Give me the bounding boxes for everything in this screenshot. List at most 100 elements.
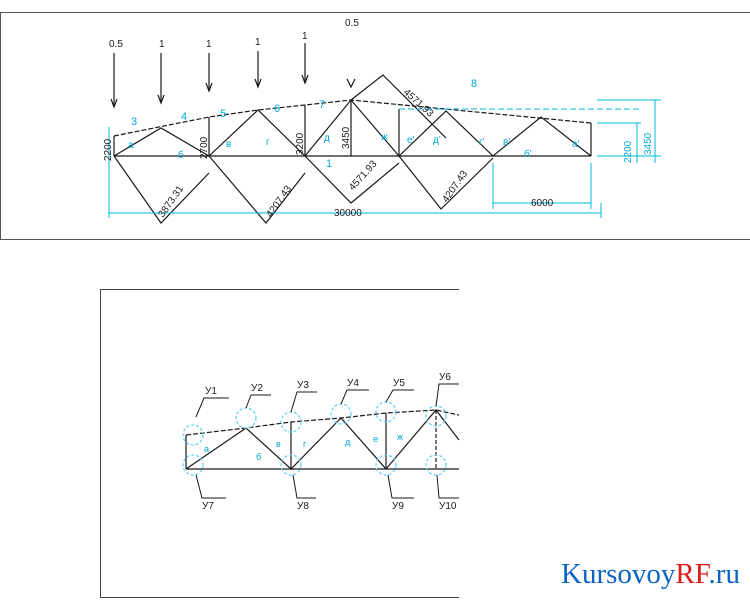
top-chord: [113, 99, 592, 137]
panel-letter: е: [373, 434, 378, 444]
load-label: 1: [206, 39, 212, 50]
watermark-text-part: RF: [675, 558, 709, 590]
node-label: У9: [392, 501, 404, 512]
panel-number: 4: [181, 111, 187, 123]
leader-line: [195, 474, 226, 499]
arrowhead-icon: [157, 94, 165, 105]
panel-letter: д': [433, 135, 441, 146]
panel-letter: а: [128, 140, 134, 151]
height-value: 3450: [643, 132, 654, 155]
load-label: 1: [159, 39, 165, 50]
node-label: У5: [393, 378, 405, 389]
panel-letter: б: [256, 452, 261, 462]
panel-number: 5: [220, 108, 226, 120]
panel-letter: б: [178, 149, 184, 161]
arrowhead-icon: [254, 78, 262, 89]
arrowhead-icon: [205, 82, 213, 93]
height-value: 2700: [199, 136, 210, 159]
panel-letter: в: [226, 139, 231, 150]
panel-number: 8: [471, 78, 477, 90]
node-label: У6: [439, 372, 451, 383]
node-label: У10: [439, 501, 457, 512]
node-label: У4: [347, 378, 359, 389]
panel-number: 6: [274, 103, 280, 115]
node-circles: [182, 401, 447, 476]
node-label: У1: [205, 386, 217, 397]
panel-letter: д: [324, 133, 330, 144]
panel-letter: ж: [397, 432, 403, 442]
node-scheme-drawing: У1 У2 У3 У4 У5 У6 У7 У8 У9 У10 а б в г д…: [182, 372, 460, 512]
panel-width-value: 6000: [531, 198, 554, 209]
load-labels: 0.5 1 1 1 1 0.5: [109, 18, 359, 50]
diagonal-length: 4571.93: [401, 87, 436, 120]
truss-members: [113, 74, 592, 224]
panel-number: 3: [131, 116, 137, 128]
height-value: 2200: [103, 138, 114, 161]
panel-letter: г: [266, 137, 270, 148]
panel-letter: д: [345, 437, 351, 447]
arrowhead-icon: [110, 98, 118, 109]
panel-letter: е': [407, 135, 415, 146]
web-diagonals: [113, 99, 592, 157]
height-value: 2200: [623, 140, 634, 163]
panel-number: 1: [326, 158, 332, 170]
panel-letter: в': [503, 137, 510, 148]
diagonal-projection: [350, 74, 447, 139]
node-leaders: [195, 383, 459, 499]
panel-number: 7: [319, 99, 325, 111]
arrowhead-icon: [346, 78, 356, 89]
dimension-lines: [108, 99, 661, 218]
load-label: 0.5: [345, 18, 359, 29]
panel-letter: г': [479, 137, 485, 148]
node-circle: [182, 424, 204, 446]
leader-line: [245, 394, 271, 409]
panel-letter: б': [524, 148, 532, 160]
span-value: 30000: [334, 208, 362, 219]
leader-line: [385, 389, 414, 403]
node-circle: [235, 407, 257, 429]
node-label: У7: [202, 501, 214, 512]
dimension-values: 2200 2700 3200 3450 2200 3450 3873.31 42…: [103, 87, 654, 220]
diagonal-projection: [113, 155, 210, 224]
load-label: 0.5: [109, 39, 123, 50]
web-diagonals: [185, 409, 460, 470]
diagonal-length: 4207.43: [440, 168, 470, 204]
load-label: 1: [302, 31, 308, 42]
leader-line: [290, 391, 317, 413]
node-truss-members: [185, 409, 460, 470]
top-chord-labels: 3 4 5 6 7 8 1: [131, 78, 477, 170]
panel-letter: в: [276, 439, 281, 449]
truss-geometry-drawing: 0.5 1 1 1 1 0.5: [103, 18, 661, 224]
node-circle: [425, 454, 447, 476]
diagonal-length: 4571.93: [347, 158, 380, 193]
panel-letter: а': [572, 139, 580, 150]
node-labels: У1 У2 У3 У4 У5 У6 У7 У8 У9 У10: [202, 372, 457, 512]
node-circle: [182, 454, 204, 476]
height-value: 3450: [341, 126, 352, 149]
load-label: 1: [255, 37, 261, 48]
site-watermark-logo: KursovoyRF.ru: [561, 558, 740, 591]
diagonal-projection: [304, 155, 400, 204]
node-label: У8: [297, 501, 309, 512]
node-circle: [280, 454, 302, 476]
arrowhead-icon: [301, 74, 309, 85]
node-web-labels: а б в г д е ж: [204, 432, 403, 462]
web-panel-labels: а б в г д ж е' д' г' в' б' а': [128, 132, 580, 161]
panel-letter: г: [303, 439, 307, 449]
panel-letter: а: [204, 444, 209, 454]
diagonal-projection: [208, 155, 306, 224]
leader-line: [292, 474, 316, 499]
node-circle: [330, 403, 352, 425]
diagonal-length: 4207.43: [264, 183, 294, 219]
watermark-text-part: Kursovoy: [561, 558, 676, 590]
leader-line: [436, 474, 459, 499]
truss-geometry-panel: 0.5 1 1 1 1 0.5: [0, 12, 750, 240]
node-scheme-panel: У1 У2 У3 У4 У5 У6 У7 У8 У9 У10 а б в г д…: [100, 289, 460, 598]
node-circle: [375, 454, 397, 476]
diagonal-projection: [398, 155, 494, 210]
watermark-text-part: .ru: [708, 558, 740, 590]
panel-letter: ж: [381, 132, 388, 143]
leader-line: [195, 397, 229, 418]
node-label: У3: [297, 380, 309, 391]
leader-line: [387, 474, 414, 499]
